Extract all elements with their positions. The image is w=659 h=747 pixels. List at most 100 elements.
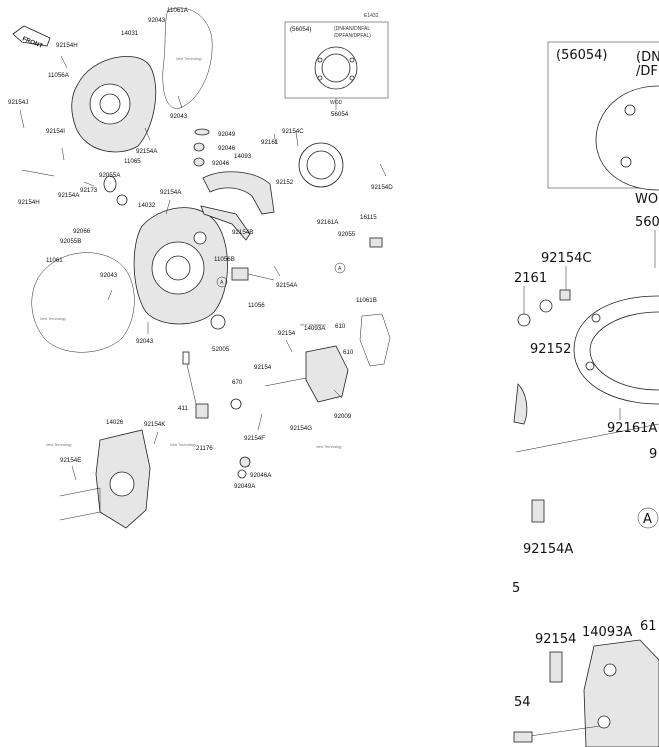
cap-16115 (369, 237, 383, 248)
oring-670 (230, 398, 242, 410)
callout: 92043 (170, 113, 188, 120)
cover-14093A (305, 345, 349, 403)
callout: 411 (178, 405, 188, 412)
callout: 92161A (317, 219, 339, 226)
seal-92049A (237, 469, 247, 479)
circle-ref-a-right: A (338, 266, 342, 272)
switch-21176 (195, 403, 209, 419)
watermark-text: Next Technology (40, 317, 66, 321)
callout: 92049A (234, 483, 256, 490)
callout: 92152 (276, 179, 294, 186)
callout: 21176 (196, 445, 213, 452)
callout: 92154A (276, 282, 298, 289)
callout: 92154 (278, 330, 296, 337)
callout: 92043 (148, 17, 166, 24)
inset-variant-line2: /DPFAN/DPFAL) (334, 33, 371, 39)
zoom-panel: (56054) (DN /DF WOD 560 92154C 2161 9215… (512, 41, 659, 747)
zoom-5: 5 (512, 581, 520, 596)
zoom-9: 9 (649, 447, 657, 462)
gasket-11061 (31, 252, 135, 353)
zoom-bolt (531, 499, 545, 523)
callout: 92043 (100, 272, 118, 279)
callout: 14093 (234, 153, 252, 160)
callout: 11061A (167, 7, 189, 14)
watermark-text: Next Technology (170, 443, 196, 447)
watermark-text: Next Technology (300, 323, 326, 327)
callout: 92154C (282, 128, 304, 135)
callout: 14093A (304, 325, 326, 332)
callout: 92154K (144, 421, 166, 428)
zoom-92161a: 92161A (607, 421, 657, 436)
callout: 92046A (250, 472, 272, 479)
inset-part-below: 56054 (331, 111, 349, 118)
zoom-cover-14093a (583, 639, 659, 747)
oring-92055A (116, 194, 128, 206)
circle-ref-a-main: A (220, 280, 224, 286)
callout: 92154B (232, 229, 253, 236)
guide-14093 (202, 171, 275, 215)
callout: 11065 (124, 158, 141, 165)
callout: 11061 (46, 257, 63, 264)
callout: 92154A (136, 148, 158, 155)
callout: 11056A (48, 72, 70, 79)
callout: 11061B (356, 297, 377, 304)
gasket-ring-inner (321, 53, 351, 83)
callout: 92161 (261, 139, 279, 146)
zoom-92154: 92154 (535, 632, 576, 647)
pickup-plate (298, 142, 344, 188)
seal-92049 (194, 128, 210, 136)
callout: 92049 (218, 131, 236, 138)
callout: 14026 (106, 419, 124, 426)
bracket-92154B (200, 205, 251, 241)
callout: 92055B (60, 238, 81, 245)
watermark-text: Next Technology (176, 57, 202, 61)
callout: 92154F (244, 435, 265, 442)
zoom-gasket (595, 85, 659, 191)
callout: 11056B (214, 256, 235, 263)
zoom-92152: 92152 (530, 342, 571, 357)
callout: 92154H (56, 42, 78, 49)
main-cover (133, 207, 228, 325)
watermarks: Next Technology Next Technology Next Tec… (40, 57, 342, 449)
zoom-2161: 2161 (514, 271, 547, 286)
callout: 92046 (212, 160, 230, 167)
callout: 14031 (121, 30, 139, 37)
callout: 610 (335, 323, 346, 330)
zoom-92154c: 92154C (541, 251, 591, 266)
zoom-variant-line1: (DN (636, 50, 659, 65)
zoom-92154a: 92154A (523, 542, 573, 557)
callout: 52005 (212, 346, 230, 353)
inset-code: E1431 (364, 13, 379, 19)
callout: 92066 (73, 228, 91, 235)
zoom-caption: WOD (635, 192, 659, 207)
inset-part-ref: (56054) (290, 26, 311, 33)
watermark-text: Next Technology (316, 445, 342, 449)
seal-11065 (103, 175, 117, 193)
callout: 610 (343, 349, 354, 356)
callout: 92046 (218, 145, 236, 152)
zoom-610: 61 (640, 619, 657, 634)
callout: 92154A (160, 189, 182, 196)
callout: 92154I (46, 128, 65, 135)
callout: 92154H (18, 199, 40, 206)
callout-labels: 11061A 92043 14031 92154H 11056A 92154J … (8, 7, 393, 490)
zoom-14093a: 14093A (582, 625, 632, 640)
sensor-11056 (231, 267, 249, 281)
watermark-text: Next Technology (46, 443, 72, 447)
callout: 11056 (248, 302, 265, 309)
gasket-11061B (359, 313, 391, 367)
callout: 92154 (254, 364, 272, 371)
callout: 92043 (136, 338, 154, 345)
callout: 92055A (99, 172, 121, 179)
bolts (19, 55, 387, 481)
clutch-cover (71, 56, 157, 153)
callout: 92009 (334, 413, 352, 420)
inset-caption: WOD (330, 100, 343, 106)
bearing-92046A (239, 456, 251, 468)
bearing-92046-2 (193, 157, 205, 167)
inset-variant-line1: (DNFAN/DNFAL (334, 26, 370, 32)
zoom-variant-line2: /DF (636, 64, 658, 79)
zoom-part-560: 560 (635, 215, 659, 230)
inset-box: E1431 (56054) (DNFAN/DNFAL /DPFAN/DPFAL)… (284, 13, 389, 118)
